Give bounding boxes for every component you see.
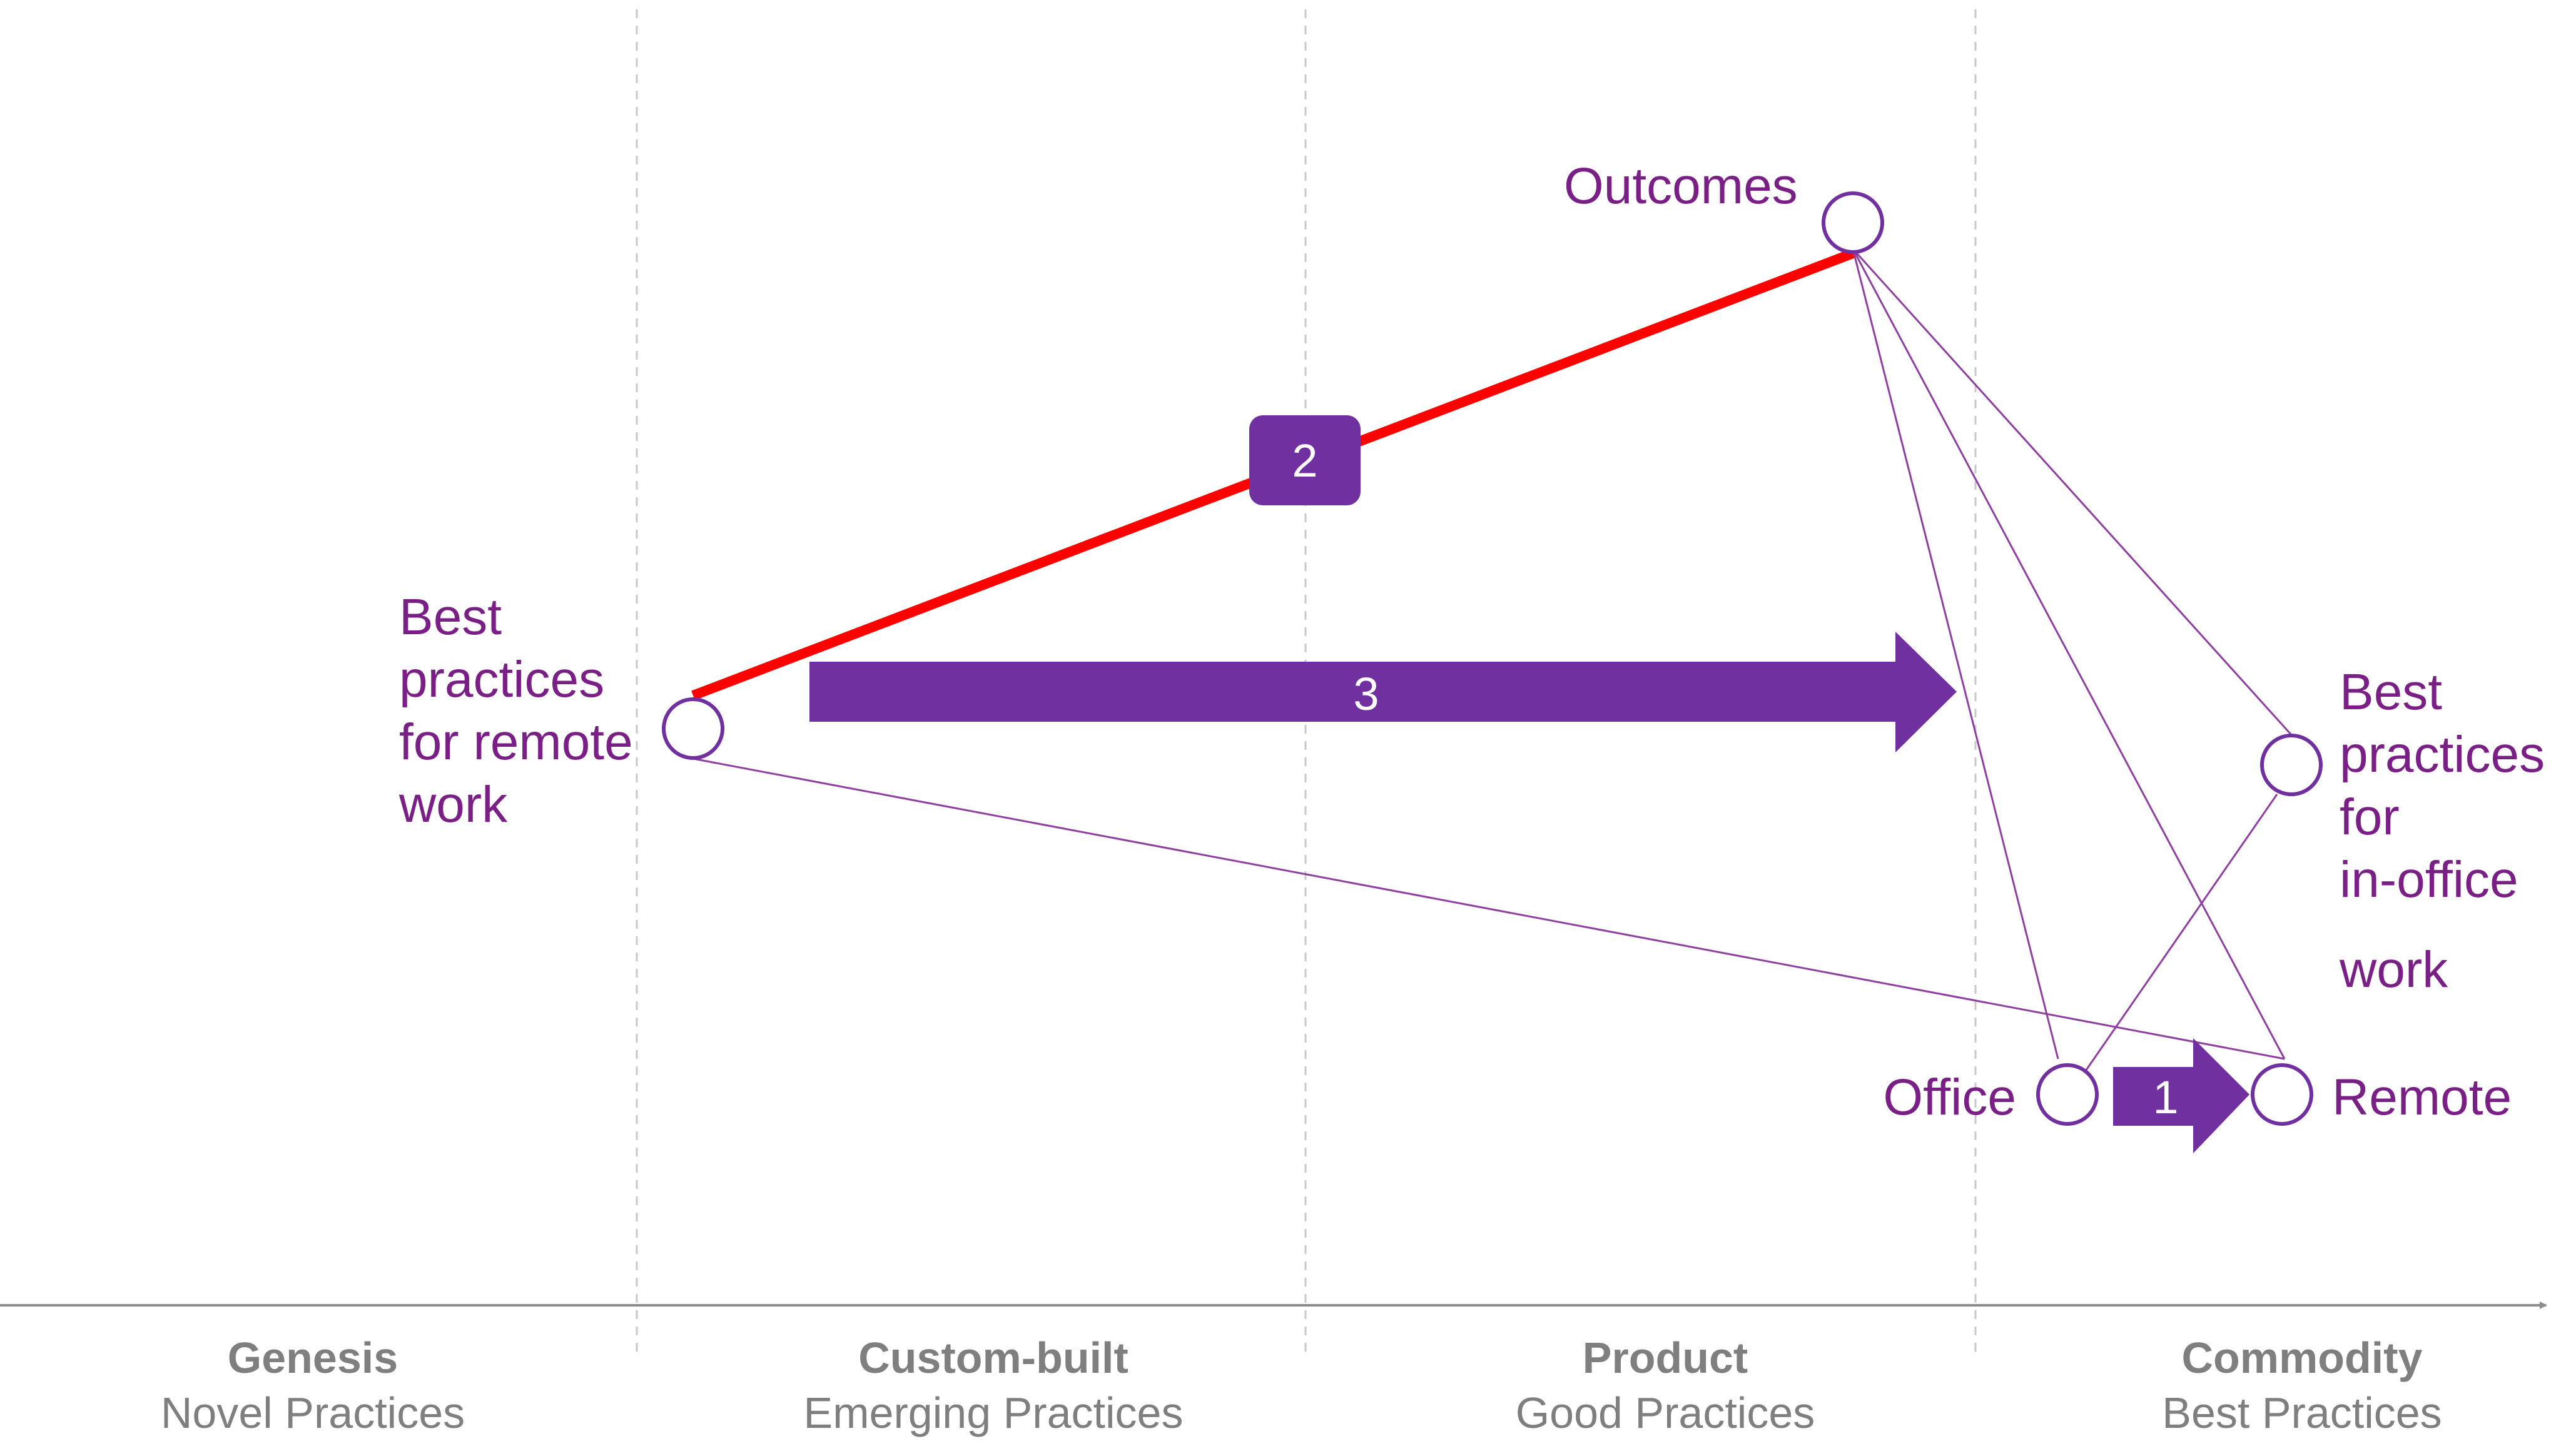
stage-subtitle-commodity: Best Practices (2162, 1388, 2442, 1437)
badge-2-box (1249, 415, 1361, 505)
badge-2-label: 2 (1292, 435, 1317, 487)
badge-1-label: 1 (2153, 1071, 2178, 1123)
label-remote-practices-line-1: Best (399, 589, 502, 645)
arrow-3-shape (809, 632, 1957, 752)
link-outcomes-inoffice-practices (1852, 248, 2293, 736)
stage-subtitle-custom-built: Emerging Practices (804, 1388, 1184, 1437)
nodes (662, 191, 2323, 1126)
label-remote-practices-line-4: work (398, 776, 508, 833)
label-inoffice-practices-line-3: for (2340, 789, 2400, 846)
label-outcomes: Outcomes (1564, 158, 1798, 215)
label-inoffice-practices-line-1: Best (2340, 664, 2442, 720)
badge-step-2: 2 (1249, 415, 1361, 505)
label-office: Office (1883, 1069, 2016, 1126)
node-remote-practices[interactable] (662, 697, 724, 760)
badge-3-label: 3 (1353, 668, 1379, 720)
stage-title-genesis: Genesis (228, 1333, 398, 1382)
label-inoffice-practices-line-4: in-office (2340, 851, 2518, 908)
label-remote-practices-line-3: for remote (399, 714, 633, 771)
node-labels: Outcomes Best practices for remote work … (398, 158, 2545, 1126)
stage-title-product: Product (1583, 1333, 1748, 1382)
stage-title-custom-built: Custom-built (858, 1333, 1128, 1382)
link-inoffice-practices-office (2082, 794, 2278, 1075)
node-outcomes[interactable] (1822, 191, 1884, 254)
stage-labels: Genesis Novel Practices Custom-built Eme… (161, 1333, 2442, 1437)
link-remote-practices-remote (692, 757, 2285, 1060)
dependency-links (692, 248, 2293, 1075)
label-inoffice-practices-line-2: practices (2340, 726, 2545, 783)
arrow-1-shape (2113, 1038, 2249, 1153)
label-remote: Remote (2332, 1069, 2512, 1126)
stage-subtitle-product: Good Practices (1516, 1388, 1815, 1437)
node-inoffice-practices[interactable] (2260, 734, 2323, 796)
arrow-step-3: 3 (809, 632, 1957, 752)
stage-subtitle-genesis: Novel Practices (161, 1388, 465, 1437)
label-inoffice-practices-line-5: work (2339, 941, 2448, 998)
stage-title-commodity: Commodity (2182, 1333, 2423, 1382)
link-outcomes-office (1852, 248, 2059, 1059)
arrow-step-1: 1 (2113, 1038, 2249, 1153)
label-remote-practices-line-2: practices (399, 651, 604, 708)
link-outcomes-remote (1852, 248, 2286, 1059)
node-remote[interactable] (2251, 1063, 2313, 1126)
node-office[interactable] (2036, 1063, 2099, 1126)
